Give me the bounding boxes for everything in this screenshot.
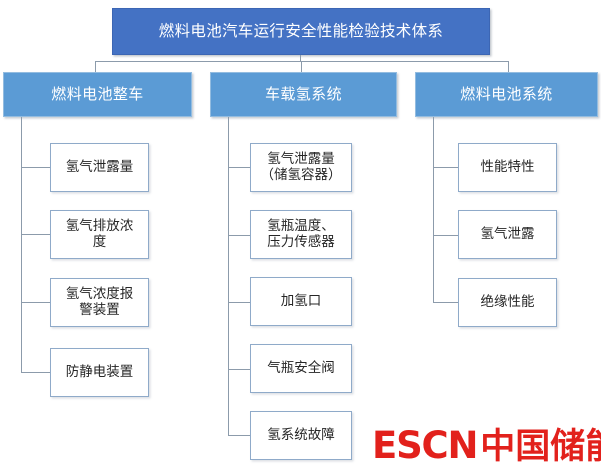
leaf-node-label-line-1: 氢气排放浓: [65, 217, 134, 234]
connector-root-stem: [300, 55, 302, 62]
leaf-node-label: 性能特性: [480, 158, 535, 175]
leaf-node-c2-2: 氢瓶温度、 压力传感器: [250, 210, 352, 259]
leaf-node-label-line-2: 度: [92, 233, 107, 250]
branch-node-label: 燃料电池整车: [51, 84, 144, 103]
leaf-node-label: 绝缘性能: [480, 293, 535, 310]
leaf-node-c2-4: 气瓶安全阀: [250, 344, 352, 393]
leaf-node-c3-2: 氢气泄露: [458, 210, 557, 259]
leaf-node-c1-3: 氢气浓度报 警装置: [50, 278, 149, 327]
leaf-node-c2-3: 加氢口: [250, 277, 352, 326]
leaf-node-label: 氢气泄露量: [65, 158, 134, 175]
leaf-node-label-line-1: 氢气浓度报: [65, 285, 134, 302]
escn-watermark: ESCN 中国储能网: [372, 418, 601, 469]
connector-trunk-column-1: [21, 117, 23, 373]
connector-elbow-c3-leaf-1: [433, 167, 458, 169]
connector-elbow-c2-leaf-4: [228, 369, 250, 371]
connector-elbow-c3-leaf-2: [433, 235, 458, 237]
connector-trunk-column-2: [228, 117, 230, 435]
connector-elbow-c3-leaf-3: [433, 302, 458, 304]
connector-drop-branch-1: [95, 61, 97, 72]
leaf-node-c1-2: 氢气排放浓 度: [50, 210, 149, 259]
connector-elbow-c1-leaf-4: [21, 372, 50, 374]
branch-node-fuel-cell-vehicle: 燃料电池整车: [3, 72, 192, 117]
leaf-node-c2-5: 氢系统故障: [250, 411, 352, 460]
connector-elbow-c1-leaf-3: [21, 302, 50, 304]
leaf-node-label: 气瓶安全阀: [267, 359, 335, 376]
connector-drop-branch-3: [508, 61, 510, 72]
leaf-node-label-line-2: （储氢容器）: [260, 166, 342, 183]
leaf-node-label-line-1: 氢气泄露量: [267, 150, 335, 167]
leaf-node-label: 氢气泄露: [480, 225, 535, 242]
branch-node-label: 车载氢系统: [264, 84, 342, 103]
connector-elbow-c2-leaf-1: [228, 167, 250, 169]
connector-elbow-c1-leaf-1: [21, 167, 50, 169]
leaf-node-c1-1: 氢气泄露量: [50, 143, 149, 192]
escn-watermark-cjk: 中国储能网: [480, 427, 601, 467]
root-node-label: 燃料电池汽车运行安全性能检验技术体系: [158, 22, 444, 41]
leaf-node-c3-3: 绝缘性能: [458, 278, 557, 327]
leaf-node-label-line-2: 压力传感器: [267, 233, 335, 250]
connector-trunk-column-3: [433, 117, 435, 302]
root-node: 燃料电池汽车运行安全性能检验技术体系: [112, 8, 490, 55]
leaf-node-label: 防静电装置: [65, 363, 134, 380]
leaf-node-label: 氢系统故障: [267, 426, 335, 443]
branch-node-onboard-hydrogen-system: 车载氢系统: [210, 72, 397, 117]
leaf-node-c1-4: 防静电装置: [50, 348, 149, 397]
connector-elbow-c2-leaf-5: [228, 435, 250, 437]
connector-elbow-c2-leaf-2: [228, 235, 250, 237]
branch-node-fuel-cell-system: 燃料电池系统: [415, 72, 598, 117]
connector-elbow-c1-leaf-2: [21, 234, 50, 236]
connector-elbow-c2-leaf-3: [228, 302, 250, 304]
connector-drop-branch-2: [301, 61, 303, 72]
leaf-node-label-line-1: 氢瓶温度、: [267, 217, 335, 234]
branch-node-label: 燃料电池系统: [460, 84, 553, 103]
leaf-node-c3-1: 性能特性: [458, 143, 557, 192]
leaf-node-c2-1: 氢气泄露量 （储氢容器）: [250, 143, 352, 192]
leaf-node-label-line-2: 警装置: [79, 301, 120, 318]
escn-watermark-latin: ESCN: [372, 424, 478, 467]
leaf-node-label: 加氢口: [280, 292, 322, 309]
